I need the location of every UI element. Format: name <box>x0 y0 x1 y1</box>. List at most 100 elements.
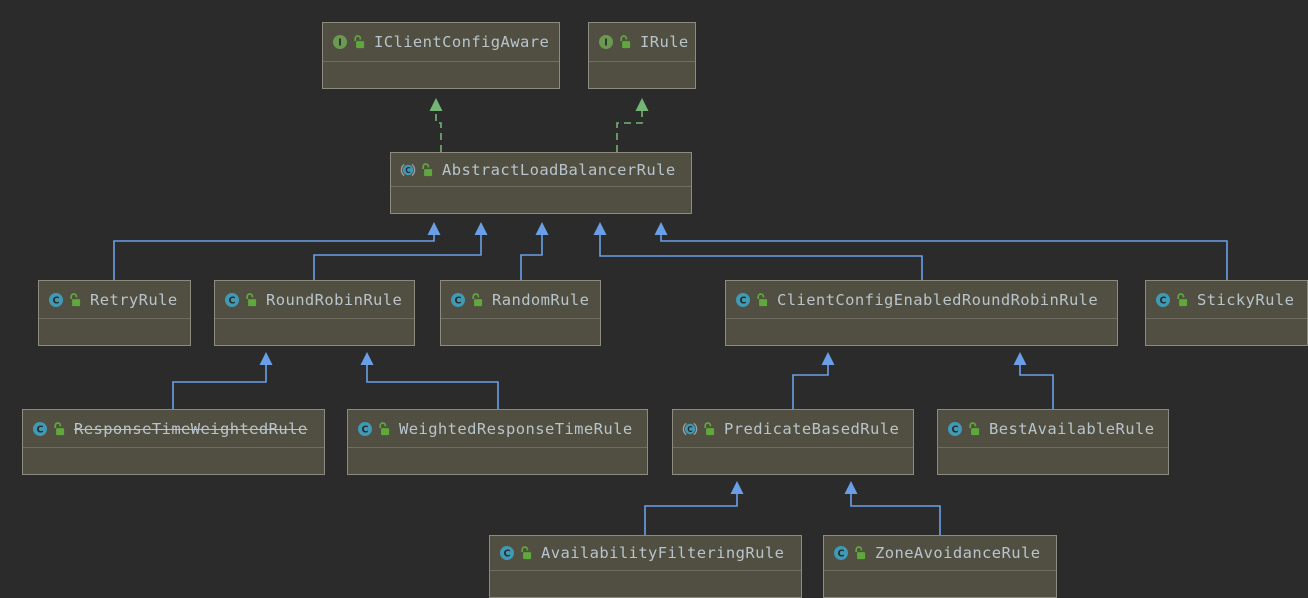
edge-inheritance <box>644 481 744 535</box>
node-members-compartment <box>391 187 691 213</box>
edge-inheritance <box>113 222 441 280</box>
edge-arrowhead <box>593 222 607 235</box>
svg-text:C: C <box>53 295 60 306</box>
node-header[interactable]: C ClientConfigEnabledRoundRobinRule <box>726 281 1117 319</box>
svg-text:C: C <box>952 424 959 435</box>
uml-node-bestavailablerule[interactable]: C BestAvailableRule <box>937 409 1169 475</box>
public-unlocked-padlock-icon <box>969 421 980 435</box>
edge-inheritance <box>654 222 1228 280</box>
node-members-compartment <box>348 448 647 474</box>
edge-inheritance <box>520 222 549 280</box>
edge-arrowhead <box>474 222 488 235</box>
public-unlocked-padlock-icon <box>70 292 81 306</box>
node-members-compartment <box>215 319 414 345</box>
edge-line <box>520 235 543 280</box>
class-kind-icon: C <box>33 421 47 436</box>
node-title: WeightedResponseTimeRule <box>399 419 633 438</box>
edge-arrowhead <box>427 222 441 235</box>
edge-line <box>435 111 442 152</box>
node-title: AbstractLoadBalancerRule <box>442 160 676 179</box>
node-title: ZoneAvoidanceRule <box>875 544 1041 562</box>
edge-line <box>599 235 923 280</box>
edge-arrowhead <box>1013 352 1027 365</box>
class-kind-icon: C <box>948 421 962 436</box>
node-title: BestAvailableRule <box>989 419 1155 438</box>
public-unlocked-padlock-icon <box>855 546 866 560</box>
edge-inheritance <box>844 481 941 535</box>
node-header[interactable]: C AbstractLoadBalancerRule <box>391 153 691 187</box>
edge-inheritance <box>792 352 835 409</box>
uml-node-clientconfigenabledroundrobinrule[interactable]: C ClientConfigEnabledRoundRobinRule <box>725 280 1118 346</box>
class-kind-icon: C <box>736 292 750 307</box>
node-title: AvailabilityFilteringRule <box>541 544 785 562</box>
interface-kind-icon: I <box>333 35 347 49</box>
edge-line <box>172 365 267 409</box>
interface-kind-icon: I <box>599 35 613 49</box>
class-kind-icon: C <box>1156 292 1170 307</box>
node-title: StickyRule <box>1197 290 1295 309</box>
abstract-class-kind-icon: C <box>400 163 416 176</box>
uml-node-abstractloadbalancerrule[interactable]: C AbstractLoadBalancerRule <box>390 152 692 214</box>
svg-text:C: C <box>362 424 369 435</box>
public-unlocked-padlock-icon <box>379 421 390 435</box>
node-members-compartment <box>490 571 801 597</box>
edge-inheritance <box>172 352 273 409</box>
node-members-compartment <box>323 62 559 88</box>
edge-line <box>850 494 941 535</box>
public-unlocked-padlock-icon <box>246 292 257 306</box>
public-unlocked-padlock-icon <box>620 35 631 49</box>
node-members-compartment <box>23 448 324 474</box>
node-members-compartment <box>824 571 1056 597</box>
svg-text:C: C <box>1160 295 1167 306</box>
node-title: ClientConfigEnabledRoundRobinRule <box>777 290 1099 309</box>
edge-arrowhead <box>535 222 549 235</box>
edge-arrowhead <box>844 481 858 494</box>
edge-line <box>792 365 829 409</box>
node-header[interactable]: C ZoneAvoidanceRule <box>824 536 1056 571</box>
svg-text:C: C <box>838 549 845 560</box>
edge-arrowhead <box>360 352 374 365</box>
svg-text:C: C <box>740 295 747 306</box>
edge-realization <box>616 98 649 152</box>
edge-line <box>644 494 738 535</box>
node-header[interactable]: C BestAvailableRule <box>938 410 1168 448</box>
node-title: RoundRobinRule <box>266 290 403 309</box>
edge-line <box>660 235 1228 280</box>
uml-node-stickyrule[interactable]: C StickyRule <box>1145 280 1308 346</box>
uml-node-weightedresponsetimerule[interactable]: C WeightedResponseTimeRule <box>347 409 648 475</box>
edge-arrowhead <box>654 222 668 235</box>
public-unlocked-padlock-icon <box>472 292 483 306</box>
node-members-compartment <box>673 448 913 474</box>
uml-node-zoneavoidancerule[interactable]: C ZoneAvoidanceRule <box>823 535 1057 598</box>
node-header[interactable]: C StickyRule <box>1146 281 1307 319</box>
edge-realization <box>429 98 443 152</box>
edge-arrowhead <box>730 481 744 494</box>
public-unlocked-padlock-icon <box>1177 292 1188 306</box>
node-members-compartment <box>726 319 1117 345</box>
node-members-compartment <box>39 319 190 345</box>
node-header[interactable]: C WeightedResponseTimeRule <box>348 410 647 448</box>
node-members-compartment <box>938 448 1168 474</box>
edge-line <box>313 235 482 280</box>
public-unlocked-padlock-icon <box>354 35 365 49</box>
abstract-class-kind-icon: C <box>682 422 698 435</box>
svg-text:C: C <box>405 166 411 175</box>
node-members-compartment <box>1146 319 1307 345</box>
node-members-compartment <box>589 62 695 88</box>
